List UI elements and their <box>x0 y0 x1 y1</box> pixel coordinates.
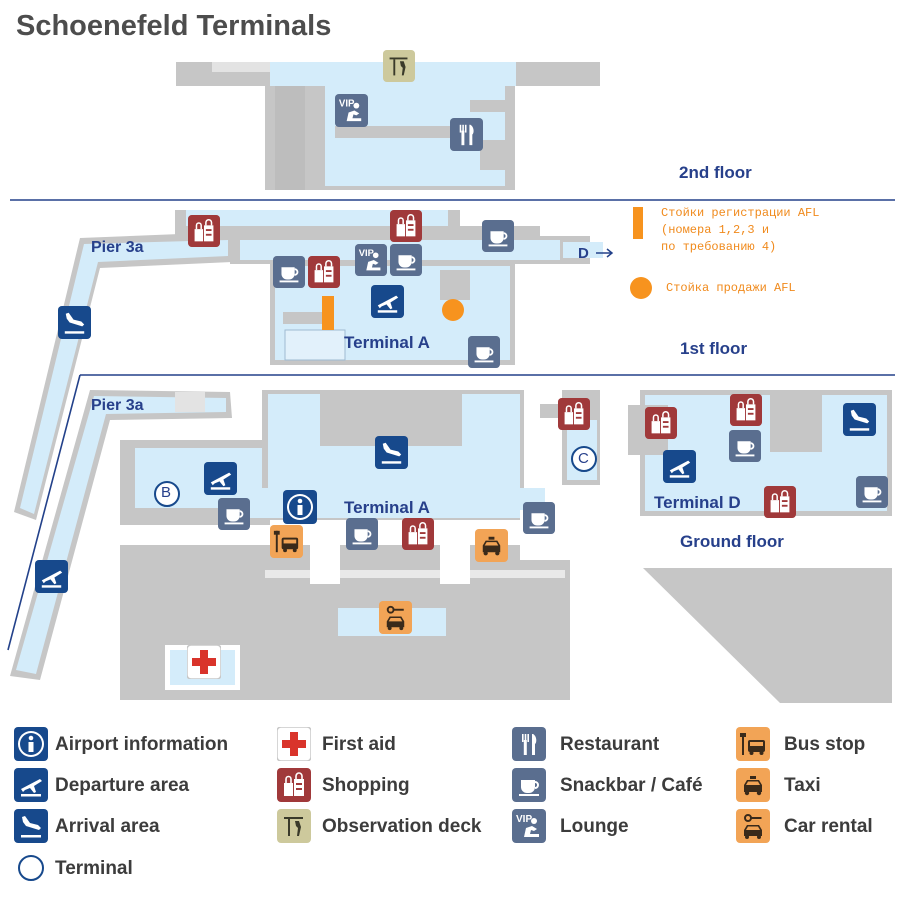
legend-lounge-icon <box>512 809 546 843</box>
lounge-icon <box>355 244 387 276</box>
legend-label: Observation deck <box>322 816 482 837</box>
legend-label: Taxi <box>784 775 821 796</box>
car-rental-icon <box>379 601 412 634</box>
shopping-icon <box>402 518 434 550</box>
restaurant-icon <box>450 118 483 151</box>
info-icon <box>283 490 317 524</box>
legend-item: Snackbar / Café <box>560 768 703 804</box>
shopping-icon <box>308 256 340 288</box>
afl-checkin-legend-marker <box>633 207 643 239</box>
shopping-icon <box>558 398 590 430</box>
snackbar-icon <box>482 220 514 252</box>
legend-snackbar-icon <box>512 768 546 802</box>
snackbar-icon <box>468 336 500 368</box>
lounge-icon <box>335 94 368 127</box>
arrival-icon <box>843 403 876 436</box>
shopping-icon <box>188 215 220 247</box>
afl-sales-marker <box>442 299 464 321</box>
bus-stop-icon <box>270 525 303 558</box>
legend-terminal-icon <box>18 855 44 881</box>
legend-label: Lounge <box>560 816 629 837</box>
gate-d-label: D <box>578 245 589 262</box>
gate-d-arrow <box>596 248 614 258</box>
terminal-a-label-ground: Terminal A <box>344 498 430 517</box>
legend-item: Car rental <box>784 809 873 845</box>
pier-label-lower: Pier 3a <box>91 397 144 414</box>
legend-observation-deck-icon <box>277 809 311 843</box>
departure-icon <box>204 462 237 495</box>
afl-sales-note: Стойка продажи AFL <box>666 281 796 295</box>
afl-checkin-note: Стойки регистрации AFL (номера 1,2,3 и п… <box>661 205 819 256</box>
departure-icon <box>663 450 696 483</box>
legend-item: Terminal <box>55 851 133 887</box>
page-title: Schoenefeld Terminals <box>16 10 332 42</box>
pier-label-upper: Pier 3a <box>91 239 144 256</box>
legend-item: Taxi <box>784 768 821 804</box>
afl-checkin-line-2: (номера 1,2,3 и <box>661 223 770 237</box>
shopping-icon <box>764 486 796 518</box>
arrival-icon <box>375 436 408 469</box>
floor-label-first: 1st floor <box>680 339 748 358</box>
legend-item: Lounge <box>560 809 629 845</box>
snackbar-icon <box>729 430 761 462</box>
afl-checkin-marker <box>322 296 334 330</box>
legend-item: Airport information <box>55 727 228 763</box>
afl-checkin-line-3: по требованию 4) <box>661 240 777 254</box>
terminal-d-label: Terminal D <box>654 493 741 512</box>
snackbar-icon <box>273 256 305 288</box>
legend-item: Departure area <box>55 768 189 804</box>
legend-item: Restaurant <box>560 727 659 763</box>
floor-label-second: 2nd floor <box>679 163 752 182</box>
legend-label: First aid <box>322 734 396 755</box>
departure-icon <box>371 285 404 318</box>
afl-checkin-line-1: Стойки регистрации AFL <box>661 206 820 220</box>
legend-bus-stop-icon <box>736 727 770 761</box>
legend-label: Restaurant <box>560 734 660 755</box>
terminal-a-label-first: Terminal A <box>344 333 430 352</box>
legend-taxi-icon <box>736 768 770 802</box>
legend-item: Observation deck <box>322 809 481 845</box>
gate-b-label: B <box>161 484 172 501</box>
snackbar-icon <box>346 518 378 550</box>
legend-restaurant-icon <box>512 727 546 761</box>
snackbar-icon <box>856 476 888 508</box>
shopping-icon <box>645 407 677 439</box>
legend-label: Departure area <box>55 775 190 796</box>
arrival-icon <box>58 306 91 339</box>
legend-label: Shopping <box>322 775 410 796</box>
legend-info-icon <box>14 727 48 761</box>
legend-item: Bus stop <box>784 727 865 763</box>
legend-first-aid-icon <box>277 727 311 761</box>
legend-departure-icon <box>14 768 48 802</box>
legend-shopping-icon <box>277 768 311 802</box>
legend-item: Arrival area <box>55 809 160 845</box>
legend-car-rental-icon <box>736 809 770 843</box>
taxi-icon <box>475 529 508 562</box>
legend-label: Car rental <box>784 816 873 837</box>
afl-sales-legend-marker <box>630 277 652 299</box>
gate-c-label: C <box>578 450 589 467</box>
floor-label-ground: Ground floor <box>680 532 784 551</box>
snackbar-icon <box>218 498 250 530</box>
legend-label: Arrival area <box>55 816 160 837</box>
legend-label: Terminal <box>55 858 133 879</box>
legend-arrival-icon <box>14 809 48 843</box>
legend-label: Airport information <box>55 734 229 755</box>
legend-label: Bus stop <box>784 734 866 755</box>
observation-deck-icon <box>383 50 415 82</box>
snackbar-icon <box>390 244 422 276</box>
shopping-icon <box>390 210 422 242</box>
departure-icon <box>35 560 68 593</box>
legend-label: Snackbar / Café <box>560 775 703 796</box>
snackbar-icon <box>523 502 555 534</box>
first-aid-icon <box>187 645 221 679</box>
legend-item: First aid <box>322 727 396 763</box>
shopping-icon <box>730 394 762 426</box>
legend-item: Shopping <box>322 768 410 804</box>
